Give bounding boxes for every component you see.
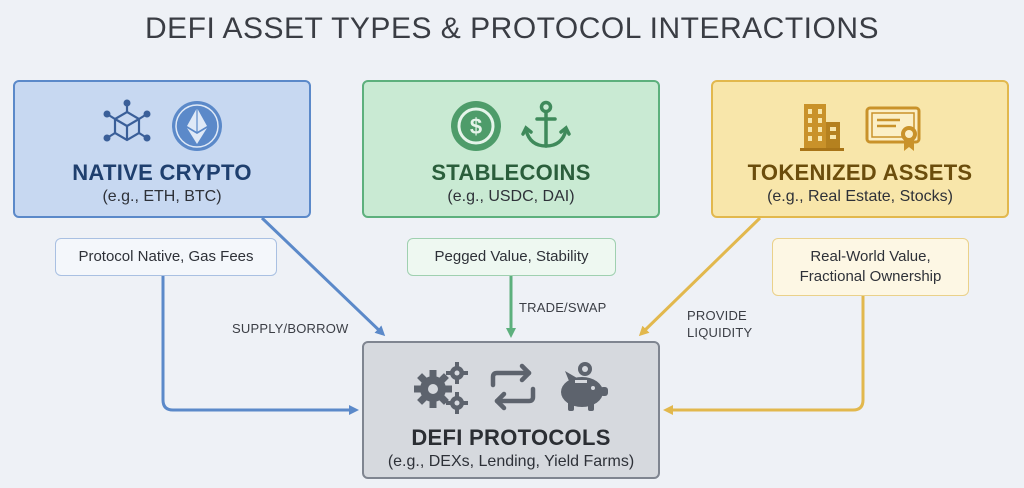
certificate-icon	[865, 106, 921, 151]
blockchain-cube-icon	[103, 99, 151, 142]
tokenized-assets-note-line2: Fractional Ownership	[799, 268, 942, 285]
provide-liquidity-line2: LIQUIDITY	[687, 325, 753, 340]
tokenized-assets-examples: (e.g., Real Estate, Stocks)	[767, 188, 953, 205]
edge-native-diagonal	[260, 216, 386, 337]
tokenized-assets-heading: TOKENIZED ASSETS	[747, 160, 973, 185]
defi-protocols-examples: (e.g., DEXs, Lending, Yield Farms)	[387, 453, 635, 470]
tokenized-assets-note-line1: Real-World Value,	[810, 248, 931, 265]
svg-text:$: $	[470, 114, 482, 139]
native-crypto-heading: NATIVE CRYPTO	[72, 160, 252, 185]
diagram-title: DEFI ASSET TYPES & PROTOCOL INTERACTIONS	[144, 12, 880, 45]
ethereum-icon	[172, 101, 222, 151]
supply-borrow-label: SUPPLY/BORROW	[232, 321, 349, 336]
tokenized-assets-note: Real-World Value, Fractional Ownership	[772, 238, 969, 296]
edge-token-elbow	[663, 296, 865, 415]
defi-protocols-heading: DEFI PROTOCOLS	[411, 425, 611, 450]
anchor-icon	[521, 100, 571, 148]
native-crypto-note: Protocol Native, Gas Fees	[55, 238, 277, 276]
gears-icon	[414, 362, 468, 414]
stablecoins-heading: STABLECOINS	[431, 160, 591, 185]
tokenized-assets-box: TOKENIZED ASSETS (e.g., Real Estate, Sto…	[711, 80, 1009, 218]
stablecoins-note: Pegged Value, Stability	[407, 238, 616, 276]
swap-arrows-icon	[490, 363, 536, 411]
defi-protocols-box: DEFI PROTOCOLS (e.g., DEXs, Lending, Yie…	[362, 341, 660, 479]
trade-swap-label: TRADE/SWAP	[519, 300, 607, 315]
provide-liquidity-line1: PROVIDE	[687, 308, 747, 323]
stablecoins-examples: (e.g., USDC, DAI)	[447, 188, 575, 205]
dollar-coin-icon: $	[451, 101, 501, 151]
edge-token-diagonal	[638, 216, 762, 337]
building-icon	[800, 104, 844, 151]
piggy-bank-icon	[561, 362, 608, 411]
native-crypto-box: NATIVE CRYPTO (e.g., ETH, BTC)	[13, 80, 311, 218]
edge-native-elbow	[161, 276, 359, 415]
stablecoins-box: $ STABLECOINS (e.g., USDC, DAI)	[362, 80, 660, 218]
provide-liquidity-label: PROVIDE LIQUIDITY	[687, 307, 752, 341]
native-crypto-examples: (e.g., ETH, BTC)	[102, 188, 222, 205]
